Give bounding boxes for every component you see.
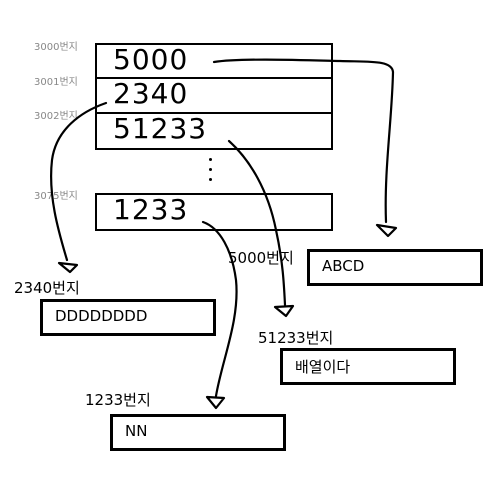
target-box-5000: ABCD <box>307 249 483 286</box>
ellipsis-dots <box>206 156 216 186</box>
memory-cell-value: 5000 <box>113 43 189 76</box>
target-box-1233: NN <box>110 414 286 451</box>
arrowhead-1233 <box>205 395 226 410</box>
target-address-label-51233: 51233번지 <box>258 329 334 347</box>
arrowhead-5000 <box>375 223 398 238</box>
memory-cell-3075: 1233 <box>95 193 333 231</box>
target-address-label-2340: 2340번지 <box>14 279 80 297</box>
target-address-label-5000: 5000번지 <box>228 249 294 267</box>
memory-cell-value: 51233 <box>113 112 208 145</box>
arrowhead-51233 <box>273 304 295 318</box>
arrow-2340-to-DDDDDDDD <box>50 101 108 262</box>
address-label-3000: 3000번지 <box>34 42 78 53</box>
target-box-2340: DDDDDDDD <box>40 299 216 336</box>
target-box-51233: 배열이다 <box>280 348 456 385</box>
arrow-51233-to-array <box>227 139 287 307</box>
address-label-3002: 3002번지 <box>34 111 78 122</box>
address-label-3075: 3075번지 <box>34 191 78 202</box>
arrowhead-2340 <box>57 261 79 274</box>
arrow-5000-to-ABCD <box>212 58 395 224</box>
memory-cell-value: 2340 <box>113 77 189 110</box>
arrow-1233-to-NN <box>201 220 238 398</box>
memory-cell-3002: 51233 <box>95 112 333 150</box>
target-address-label-1233: 1233번지 <box>85 391 151 409</box>
address-label-3001: 3001번지 <box>34 77 78 88</box>
target-box-value: DDDDDDDD <box>55 307 148 325</box>
target-box-value: ABCD <box>322 257 365 275</box>
target-box-value: NN <box>125 422 148 440</box>
memory-cell-value: 1233 <box>113 193 189 226</box>
target-box-value: 배열이다 <box>295 358 351 376</box>
